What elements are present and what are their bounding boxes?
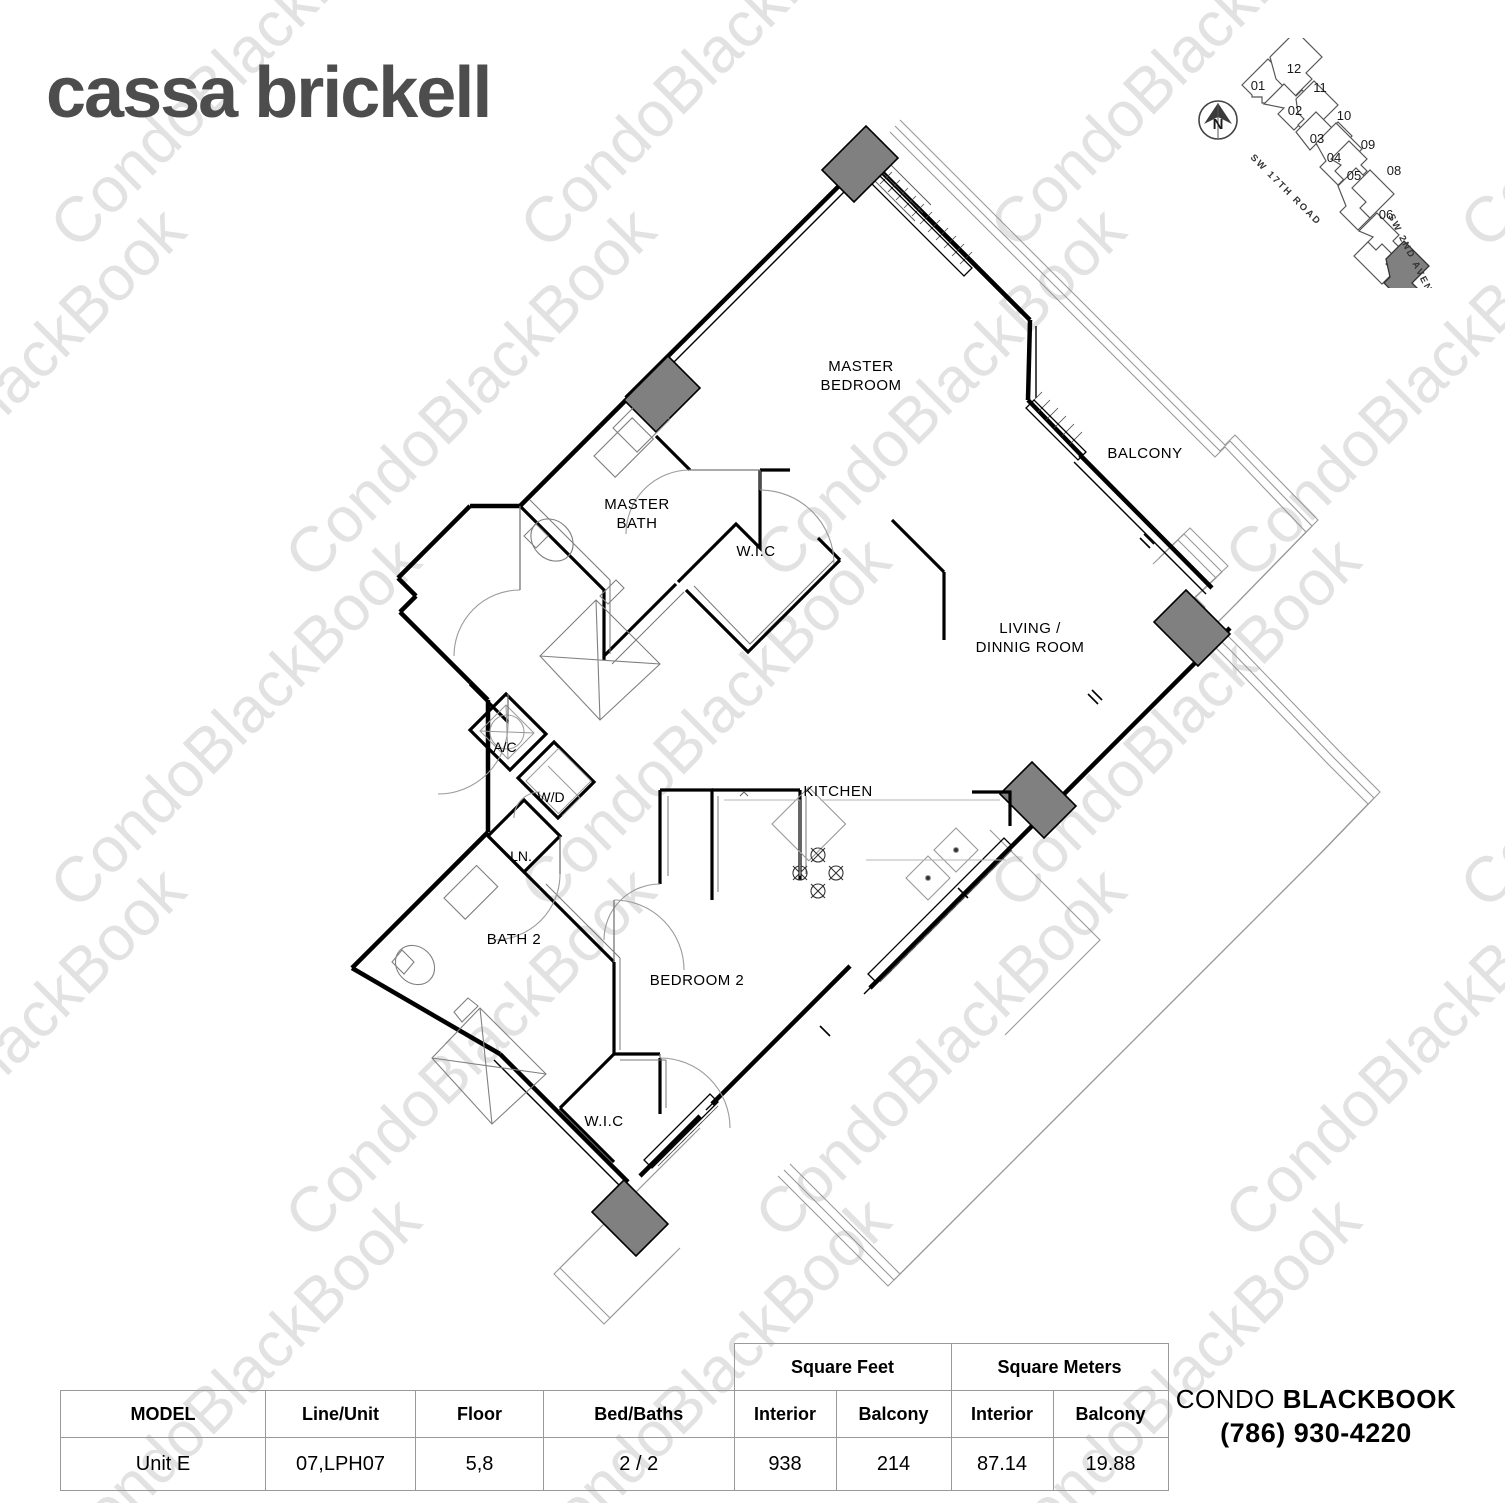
table-column-header-row: MODEL Line/Unit Floor Bed/Baths Interior… [60,1390,1169,1438]
cell-bed-baths: 2 / 2 [543,1437,735,1491]
master-bath-fixtures [523,394,671,721]
structural-columns [590,124,1232,1258]
room-label-linen: LN. [510,848,532,864]
door-leaves [507,469,761,1058]
group-header-square-meters: Square Meters [950,1343,1169,1391]
hatch-band-kitchen [867,837,1013,983]
column-header-floor: Floor [415,1390,544,1438]
key-plan-label-05: 05 [1347,168,1361,183]
washer-dryer-symbol [525,747,592,817]
room-labels: MASTER BEDROOM MASTER BATH W.I.C BALCONY… [487,358,1182,1130]
unit-walls [350,153,1232,1184]
key-plan-label-07: 07 [1402,181,1416,196]
room-label-bath-2: BATH 2 [487,931,541,948]
room-label-kitchen: KITCHEN [803,783,872,800]
column-south [590,1178,670,1258]
specifications-table: Square Feet Square Meters MODEL Line/Uni… [60,1343,1169,1491]
brand-block: CONDO BLACKBOOK (786) 930-4220 [1146,1384,1486,1449]
door-swings [437,469,835,1129]
partition-thin-lines [529,499,835,1108]
key-plan-unit-12[interactable] [1269,38,1323,98]
brand-name-condo: CONDO [1175,1384,1276,1414]
key-plan-label-12: 12 [1287,61,1301,76]
room-label-master-bath-line1: MASTER [604,496,670,513]
column-header-model: MODEL [60,1390,266,1438]
key-plan[interactable]: N 01 12 02 11 03 10 04 09 [1190,38,1490,288]
cell-sf-balcony: 214 [835,1437,952,1491]
room-label-washer-dryer: W/D [537,789,564,805]
room-label-living-dining-line2: DINNIG ROOM [976,639,1085,656]
hatch-band-balcony [1025,391,1087,461]
key-plan-label-02: 02 [1288,103,1302,118]
hatch-band-top [867,163,973,277]
key-plan-label-06: 06 [1379,207,1393,222]
column-east [1152,588,1232,668]
street-label-sw-17th-road: SW 17TH ROAD [1248,152,1324,228]
key-plan-unit-07-selected[interactable] [1383,240,1430,288]
cell-sf-interior: 938 [733,1437,837,1491]
room-label-wic-bedroom-2: W.I.C [584,1113,623,1130]
sliding-door-marks [819,533,1155,1037]
key-plan-label-01: 01 [1251,78,1265,93]
column-header-bed-baths: Bed/Baths [543,1390,735,1438]
room-label-balcony: BALCONY [1107,445,1182,462]
column-header-sm-balcony: Balcony [1052,1390,1169,1438]
cell-line-unit: 07,LPH07 [265,1437,416,1491]
column-northwest [622,354,702,434]
terrace-outlines [553,119,1381,1325]
cell-model: Unit E [60,1437,266,1491]
table-row: Unit E 07,LPH07 5,8 2 / 2 938 214 87.14 … [60,1437,1169,1491]
cell-floor: 5,8 [415,1437,544,1491]
column-header-sf-balcony: Balcony [835,1390,952,1438]
page-title: cassa brickell [46,53,492,133]
room-label-wic-master: W.I.C [736,543,775,560]
column-header-line-unit: Line/Unit [265,1390,416,1438]
key-plan-label-11: 11 [1313,80,1327,95]
room-label-master-bedroom-line2: BEDROOM [820,377,901,394]
brand-name-blackbook: BLACKBOOK [1275,1384,1457,1414]
key-plan-unit-05[interactable] [1351,169,1395,219]
compass-north-label: N [1213,116,1224,133]
kitchen-fixtures [724,786,1006,901]
key-plan-label-08: 08 [1387,163,1401,178]
room-label-bedroom-2: BEDROOM 2 [650,972,745,989]
room-label-master-bath-line2: BATH [617,515,658,532]
room-label-master-bedroom-line1: MASTER [828,358,894,375]
column-north [820,124,900,204]
column-southeast [998,760,1078,840]
hatch-band-bottom [643,1093,719,1169]
key-plan-label-09: 09 [1361,137,1375,152]
key-plan-label-03: 03 [1310,131,1324,146]
key-plan-label-04: 04 [1327,150,1341,165]
room-label-living-dining-line1: LIVING / [999,620,1061,637]
compass-rose-icon: N [1198,100,1238,140]
brand-name: CONDO BLACKBOOK [1146,1384,1486,1415]
bath2-fixtures [391,864,547,1125]
key-plan-units [1241,38,1430,288]
brand-phone: (786) 930-4220 [1220,1418,1412,1448]
column-header-sf-interior: Interior [733,1390,837,1438]
cell-sm-balcony: 19.88 [1052,1437,1169,1491]
table-group-header-row: Square Feet Square Meters [61,1343,1169,1391]
key-plan-label-10: 10 [1337,108,1351,123]
column-header-sm-interior: Interior [950,1390,1054,1438]
group-header-square-feet: Square Feet [733,1343,952,1391]
ac-unit-symbol [479,704,535,760]
room-label-ac: A/C [493,739,516,755]
unit-inner-wall-lines [493,163,1225,1189]
key-plan-unit-numbers: 01 12 02 11 03 10 04 09 05 08 06 07 [1251,61,1416,222]
cell-sm-interior: 87.14 [950,1437,1054,1491]
